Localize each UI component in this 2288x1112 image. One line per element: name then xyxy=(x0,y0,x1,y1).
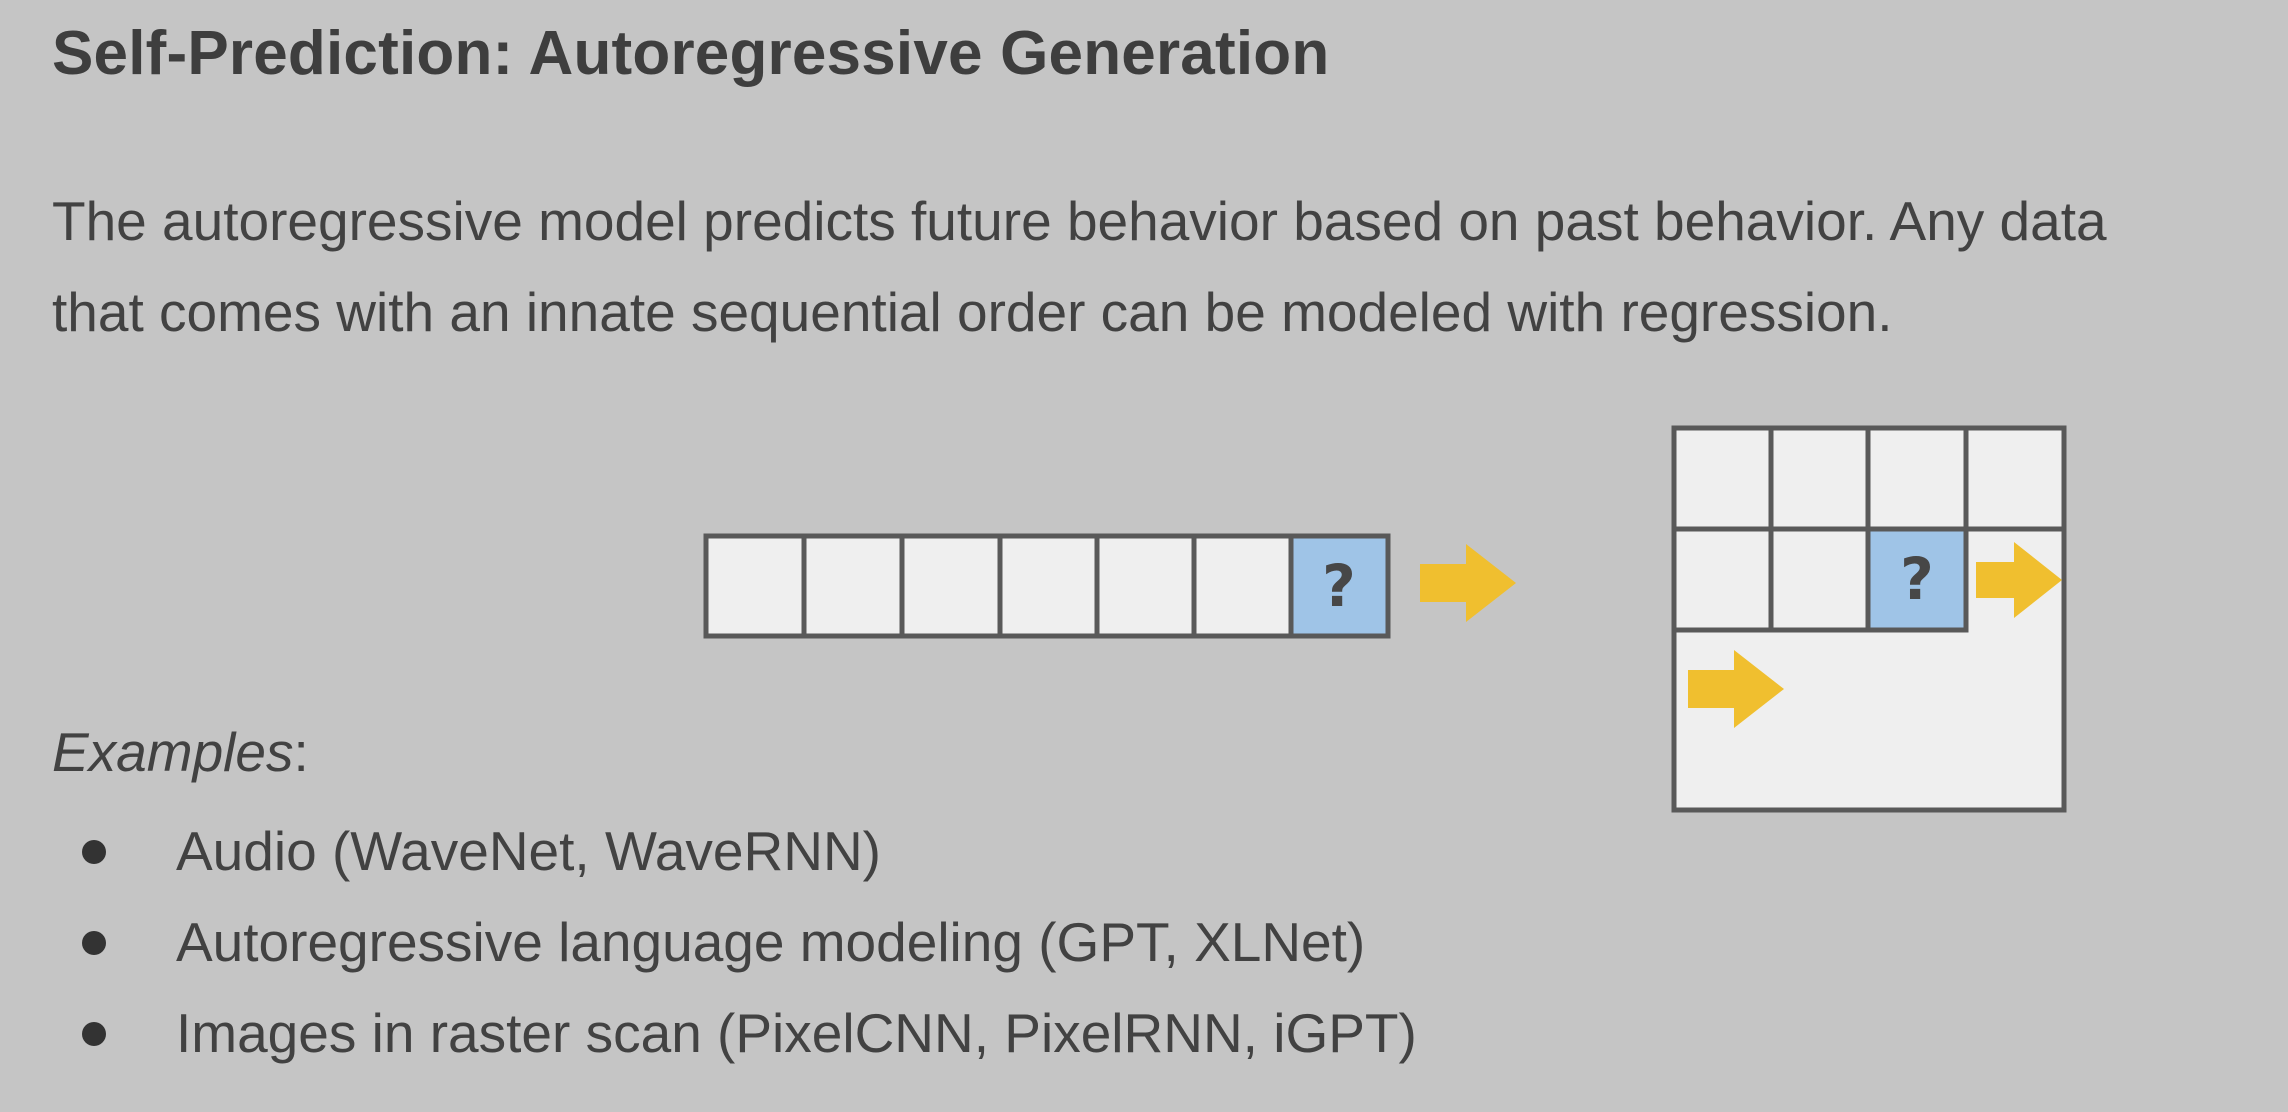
sequence-cell xyxy=(703,533,807,639)
sequence-cell xyxy=(1191,533,1294,639)
bullet-icon xyxy=(82,840,106,864)
example-text: Autoregressive language modeling (GPT, X… xyxy=(176,911,1366,973)
grid-frame xyxy=(1671,425,2067,813)
grid-cell xyxy=(1671,526,1774,633)
examples-heading-label: Examples xyxy=(52,721,294,783)
grid-cell xyxy=(1963,425,2067,532)
sequence-target-cell xyxy=(1288,533,1391,639)
grid-target-symbol: ? xyxy=(1900,545,1934,613)
raster-grid-diagram: ? xyxy=(1671,425,2067,813)
example-text: Audio (WaveNet, WaveRNN) xyxy=(176,820,881,882)
sequence-cell xyxy=(1094,533,1197,639)
list-item: Audio (WaveNet, WaveRNN) xyxy=(52,806,1417,897)
example-text: Images in raster scan (PixelCNN, PixelRN… xyxy=(176,1002,1417,1064)
sequence-cell xyxy=(997,533,1100,639)
examples-list: Audio (WaveNet, WaveRNN) Autoregressive … xyxy=(52,806,1417,1079)
bullet-icon xyxy=(82,931,106,955)
bullet-icon xyxy=(82,1022,106,1046)
grid-cell xyxy=(1865,425,1969,532)
grid-cell xyxy=(1768,526,1871,633)
list-item: Images in raster scan (PixelCNN, PixelRN… xyxy=(52,988,1417,1079)
grid-next-row-arrow xyxy=(1688,650,1784,728)
grid-cell xyxy=(1671,425,1774,532)
description: The autoregressive model predicts future… xyxy=(52,176,2252,358)
description-line-2: that comes with an innate sequential ord… xyxy=(52,281,1893,343)
sequence-next-arrow xyxy=(1420,544,1516,622)
examples-heading: Examples: xyxy=(52,720,309,784)
sequence-target-symbol: ? xyxy=(1322,552,1356,620)
sequence-diagram: ? xyxy=(703,533,1516,639)
sequence-cell xyxy=(801,533,905,639)
grid-row-next-arrow xyxy=(1976,542,2062,618)
examples-heading-colon: : xyxy=(293,721,309,783)
slide-title: Self-Prediction: Autoregressive Generati… xyxy=(52,19,1330,88)
grid-cell xyxy=(1768,425,1871,532)
description-line-1: The autoregressive model predicts future… xyxy=(52,190,2107,252)
grid-target-cell xyxy=(1865,526,1969,633)
sequence-cell xyxy=(899,533,1003,639)
list-item: Autoregressive language modeling (GPT, X… xyxy=(52,897,1417,988)
